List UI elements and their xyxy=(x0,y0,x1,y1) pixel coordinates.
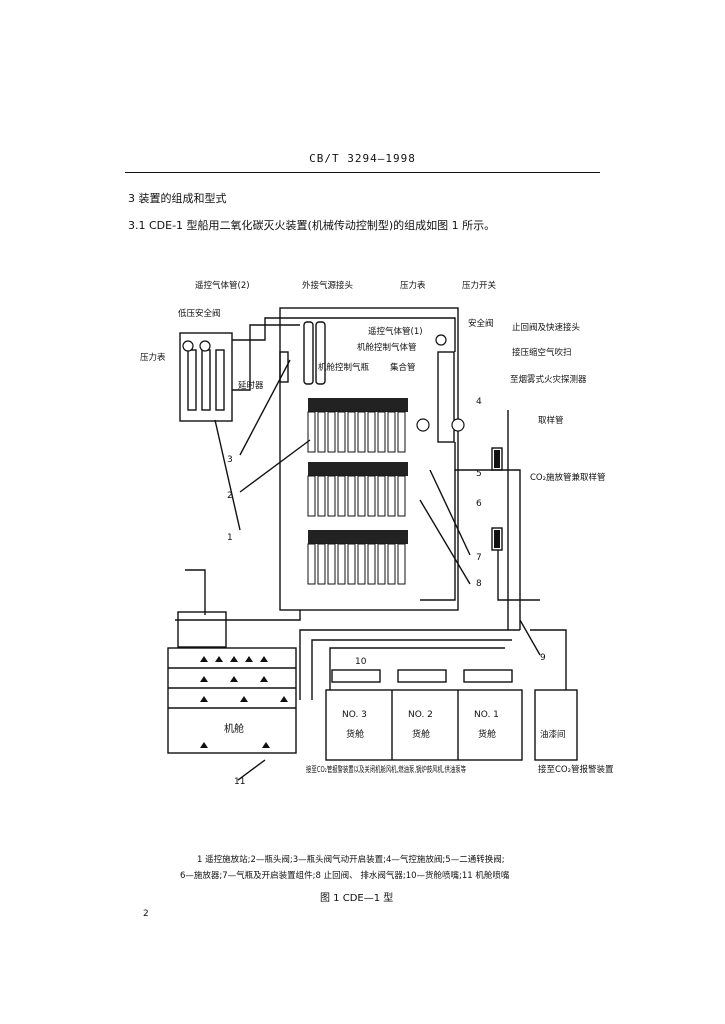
label-delay-device: 延时器 xyxy=(238,380,264,391)
caption-line-1: 1 遥控施放站;2—瓶头阀;3—瓶头阀气动开启装置;4—气控施放阀;5—二通转换… xyxy=(197,855,505,865)
callout-9: 9 xyxy=(540,653,546,663)
callout-11: 11 xyxy=(234,777,245,787)
cargo-holds-outline xyxy=(325,689,523,761)
cylinder-cabinet-frame xyxy=(279,307,459,611)
label-hold-2: 货舱 xyxy=(412,728,430,740)
intro-paragraph: 3.1 CDE-1 型船用二氧化碳灭火装置(机械传动控制型)的组成如图 1 所示… xyxy=(128,219,496,232)
label-co2-discharge-sampling: CO₂施放管兼取样管 xyxy=(530,472,606,483)
label-cabin: 机舱 xyxy=(224,722,244,735)
callout-6: 6 xyxy=(476,499,482,509)
label-pressure-switch: 压力开关 xyxy=(462,280,497,291)
callout-1: 1 xyxy=(227,533,233,543)
label-paint-store: 油漆间 xyxy=(540,729,566,740)
label-hold-2-no: NO. 2 xyxy=(408,710,433,720)
label-hold-1: 货舱 xyxy=(478,728,496,740)
paint-store-outline xyxy=(534,689,578,761)
callout-7: 7 xyxy=(476,553,482,563)
label-check-valve-quick-joint: 止回阀及快速接头 xyxy=(512,322,581,333)
callout-3: 3 xyxy=(227,455,233,465)
callout-10: 10 xyxy=(355,657,367,667)
figure-1-diagram: 遥控气体管(2) 外接气源接头 压力表 压力开关 低压安全阀 压力表 遥控气体管… xyxy=(140,280,614,787)
figure-title: 图 1 CDE—1 型 xyxy=(320,893,394,904)
section-heading: 3 装置的组成和型式 xyxy=(128,192,227,205)
callout-8: 8 xyxy=(476,579,482,589)
label-alarm-note: 接至CO₂管报警装置以及关闭机舱风机,燃油泵,锅炉鼓风机,供油泵等 xyxy=(306,764,466,774)
label-low-pressure-safety-valve: 低压安全阀 xyxy=(178,308,221,319)
page-number: 2 xyxy=(143,909,149,919)
label-compressed-air-purge: 接压缩空气吹扫 xyxy=(512,347,572,358)
label-hold-3: 货舱 xyxy=(346,728,364,740)
running-header: CB/T 3294—1998 xyxy=(309,152,416,165)
label-remote-gas-pipe-2: 遥控气体管(2) xyxy=(195,280,250,291)
engine-room-outline xyxy=(167,647,297,754)
label-pressure-gauge-left: 压力表 xyxy=(140,352,166,363)
label-co2-alarm-right: 接至CO₂管报警装置 xyxy=(538,764,614,775)
callout-2: 2 xyxy=(227,491,233,501)
label-remote-gas-pipe-1: 遥控气体管(1) xyxy=(368,326,423,337)
label-hold-1-no: NO. 1 xyxy=(474,710,499,720)
label-ext-gas-source: 外接气源接头 xyxy=(302,280,354,291)
label-cabin-control-cylinder: 机舱控制气瓶 xyxy=(318,362,370,373)
label-safety-valve: 安全阀 xyxy=(468,318,494,329)
label-cabin-control-gas-pipe: 机舱控制气体管 xyxy=(357,342,417,353)
alarm-note: 接至CO₂管报警装置以及关闭机舱风机,燃油泵,锅炉鼓风机,供油泵等 xyxy=(306,764,466,774)
label-smoke-detector-pipe: 至烟雾式火灾探测器 xyxy=(510,374,587,385)
remote-release-station xyxy=(179,332,233,422)
caption-line-2: 6—施放器;7—气瓶及开启装置组件;8 止回阀、 排水阀气器;10—货舱喷嘴;1… xyxy=(180,871,510,881)
label-sampling-pipe: 取样管 xyxy=(538,415,564,426)
label-hold-3-no: NO. 3 xyxy=(342,710,367,720)
header-rule xyxy=(125,172,600,173)
label-pressure-gauge: 压力表 xyxy=(400,280,426,291)
callout-5: 5 xyxy=(476,469,482,479)
label-manifold: 集合管 xyxy=(390,362,416,373)
callout-4: 4 xyxy=(476,397,482,407)
